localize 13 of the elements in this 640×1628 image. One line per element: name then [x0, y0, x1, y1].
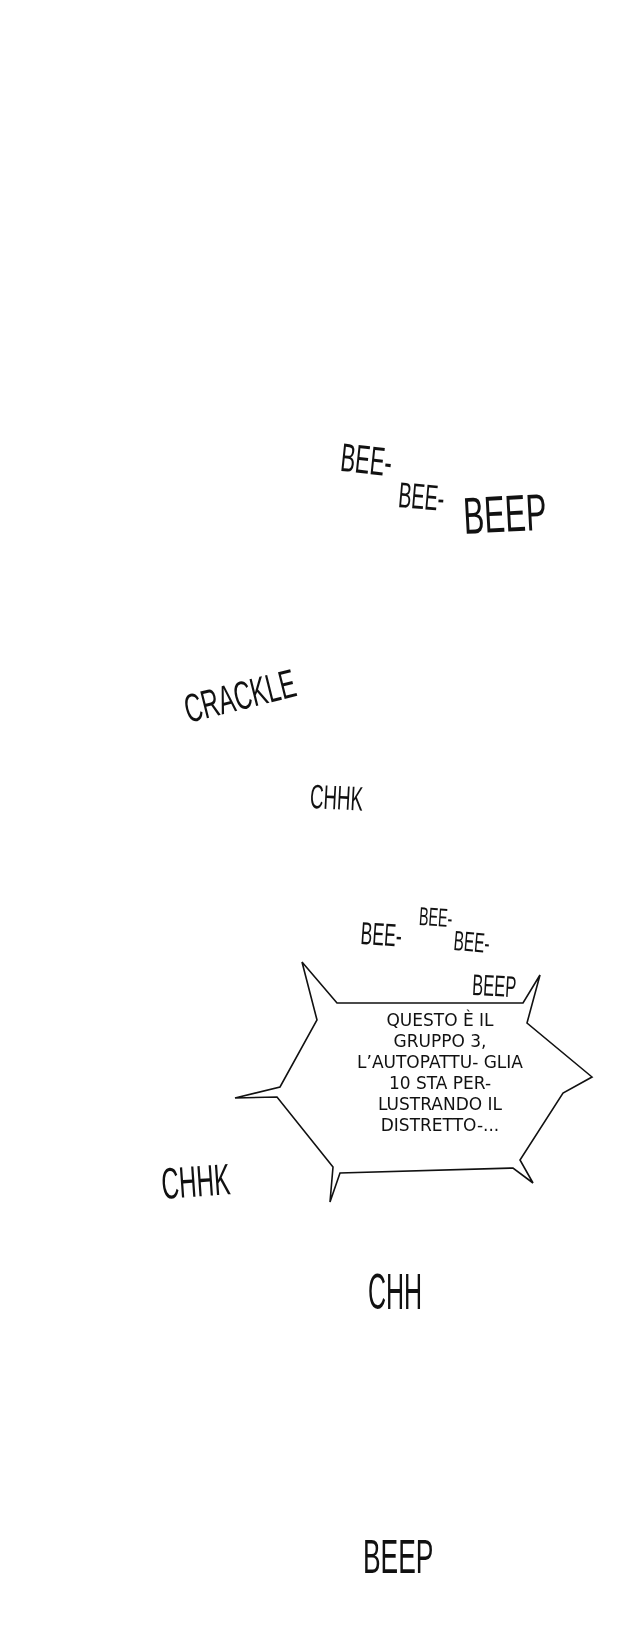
- sound-effect-text: CRACKLE: [180, 662, 300, 729]
- sound-effect-text: BEEP: [462, 485, 548, 542]
- speech-text: QUESTO È IL GRUPPO 3, L’AUTOPATTU- GLIA 10 STA PER- LUSTRANDO IL DISTRETTO-...: [356, 1010, 524, 1136]
- sound-effect-text: BEEP: [471, 970, 517, 1003]
- sound-effect-text: CHHK: [309, 779, 364, 816]
- sound-effect-text: BEEP: [363, 1533, 434, 1581]
- sound-effect-text: BEE-: [359, 917, 403, 952]
- sound-effect-text: BEE-: [418, 903, 454, 932]
- sound-effect-text: BEE-: [396, 477, 447, 517]
- sound-effect-text: CHHK: [160, 1157, 232, 1206]
- sound-effect-text: BEE-: [338, 437, 395, 483]
- sound-effect-text: BEE-: [452, 927, 491, 959]
- sound-effect-text: CHH: [368, 1267, 423, 1317]
